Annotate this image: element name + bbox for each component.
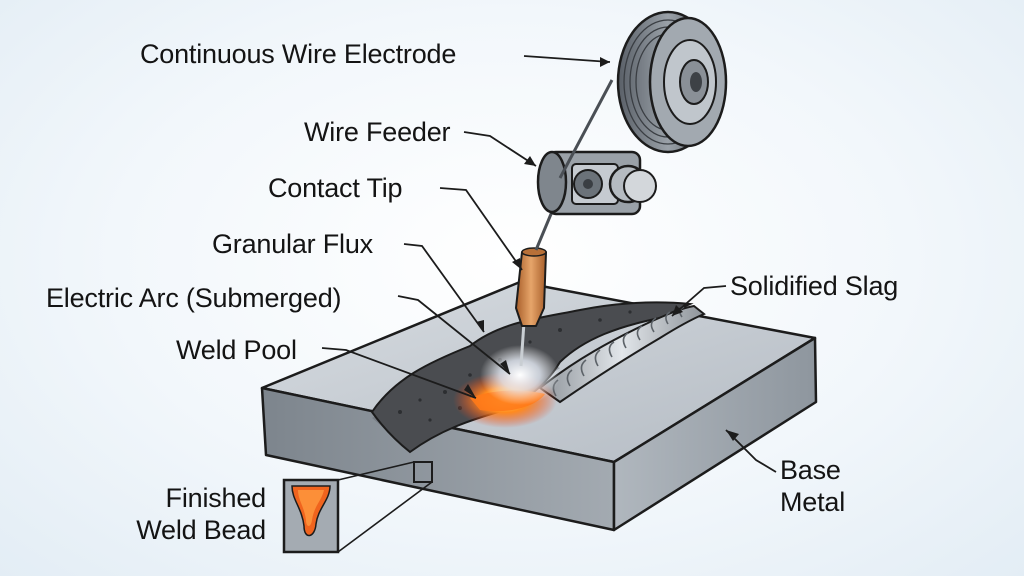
label-continuous-wire-electrode: Continuous Wire Electrode — [140, 39, 457, 69]
label-finished-weld-bead-line1: Finished — [165, 483, 267, 513]
wire-electrode-upper — [558, 79, 614, 179]
label-electric-arc: Electric Arc (Submerged) — [46, 283, 342, 313]
label-wire-feeder: Wire Feeder — [304, 117, 451, 147]
label-finished-weld-bead-line2: Weld Bead — [136, 515, 266, 545]
label-contact-tip: Contact Tip — [268, 173, 403, 203]
leader-continuous-wire-electrode — [523, 55, 611, 63]
electric-arc — [480, 345, 560, 405]
wire-feeder — [536, 150, 657, 216]
leader-contact-tip — [439, 187, 523, 271]
contact-tip — [515, 247, 547, 327]
leader-weld-pool — [321, 347, 477, 399]
leader-wire-feeder — [463, 131, 537, 167]
label-granular-flux: Granular Flux — [212, 229, 373, 259]
leader-solidified-slag — [671, 285, 727, 317]
leader-lines — [321, 55, 777, 473]
wire-electrode-lower — [519, 321, 526, 367]
leader-arrowheads — [464, 57, 739, 441]
flux-grains — [398, 310, 632, 422]
label-weld-pool: Weld Pool — [176, 335, 297, 365]
wire-spool — [616, 10, 728, 154]
finished-weld-bead-inset — [282, 461, 433, 554]
leader-base-metal — [725, 429, 777, 473]
label-base-metal-line1: Base — [780, 455, 841, 485]
label-base-metal-line2: Metal — [780, 487, 846, 517]
leader-granular-flux — [403, 243, 485, 333]
leader-electric-arc — [397, 295, 511, 375]
label-solidified-slag: Solidified Slag — [730, 271, 899, 301]
